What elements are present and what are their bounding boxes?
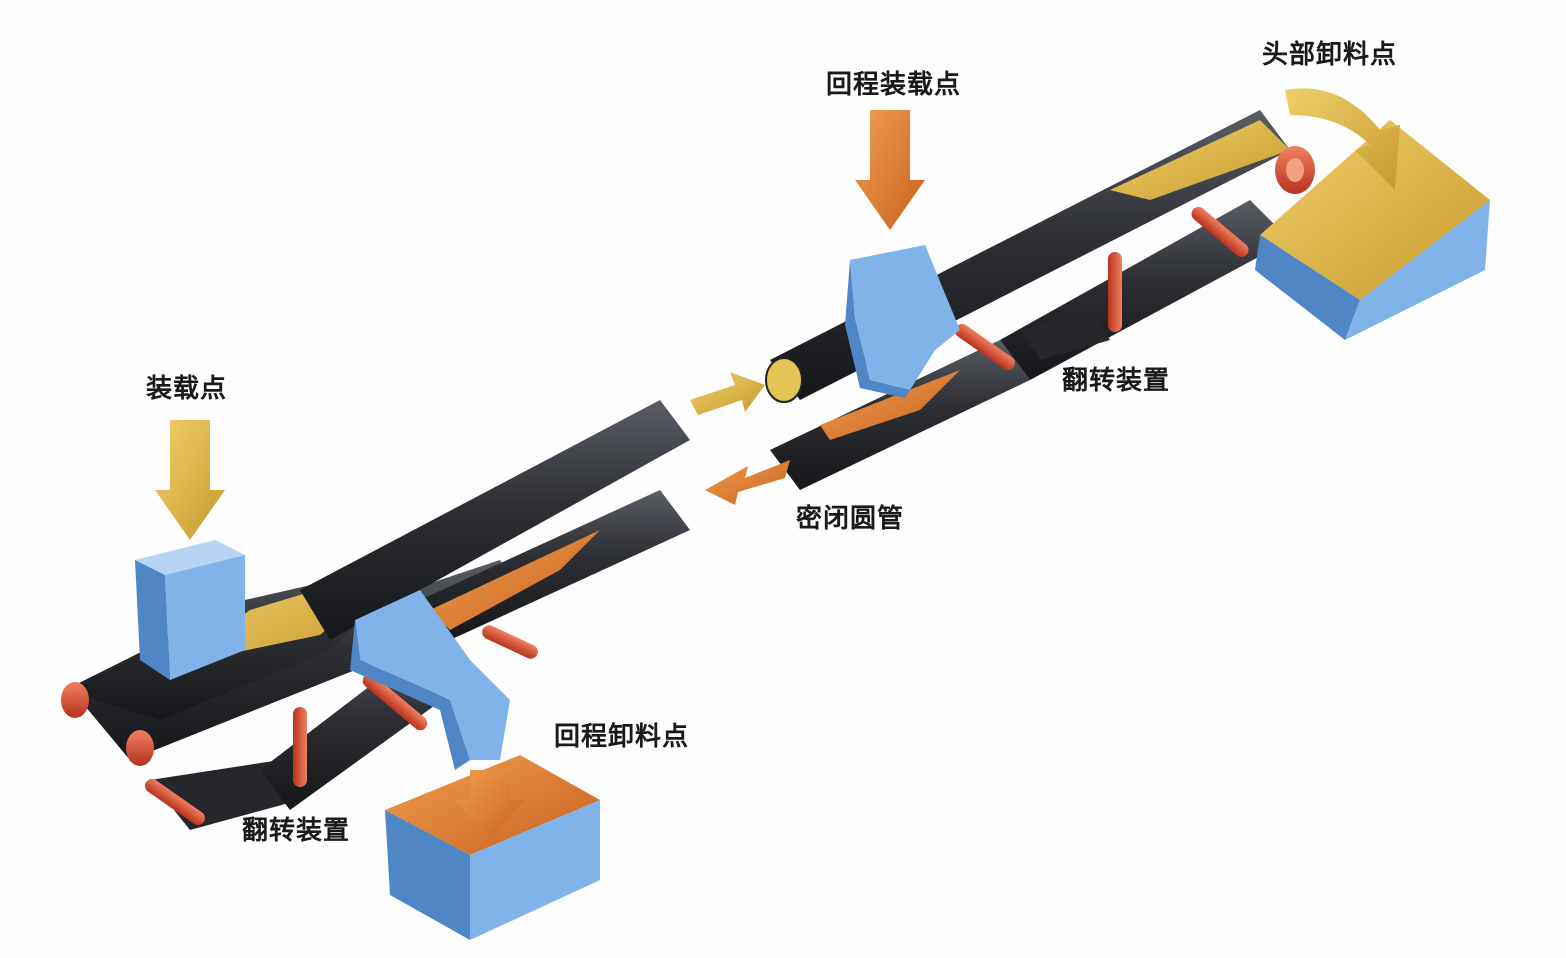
loading-arrow — [155, 420, 225, 540]
return-discharge-arrow — [455, 770, 525, 840]
head-pulley — [1275, 146, 1315, 194]
return-loading-arrow — [855, 110, 925, 230]
closed-tube-upper-left — [300, 400, 690, 640]
head-discharge-arrow — [1285, 88, 1400, 190]
label-closed-tube: 密闭圆管 — [796, 504, 905, 534]
return-discharge-chute — [350, 590, 510, 770]
tail-pulley — [61, 682, 154, 766]
loading-hopper — [135, 540, 245, 680]
return-tube-left — [420, 490, 690, 640]
label-flip-lower: 翻转装置 — [242, 816, 351, 846]
material-orange-left — [430, 530, 600, 630]
label-return-discharge: 回程卸料点 — [554, 722, 690, 752]
return-tube-right — [770, 200, 1290, 490]
label-flip-upper: 翻转装置 — [1062, 366, 1171, 396]
label-head-discharge: 头部卸料点 — [1262, 40, 1398, 70]
head-discharge-bin — [1255, 120, 1490, 340]
material-orange-right — [820, 370, 960, 440]
return-loading-chute — [845, 245, 960, 398]
material-yellow-right — [1110, 120, 1290, 200]
tube-open-end — [765, 357, 803, 403]
label-return-loading: 回程装载点 — [826, 70, 962, 100]
label-loading: 装载点 — [146, 374, 228, 404]
flow-arrow-left — [705, 460, 790, 505]
flow-arrow-right — [690, 372, 765, 415]
idler-rollers — [145, 207, 1249, 826]
